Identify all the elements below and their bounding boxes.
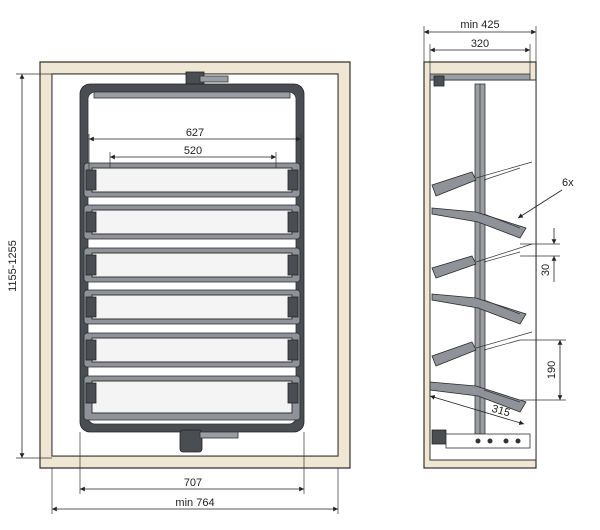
side-top-rail <box>429 73 531 81</box>
label-6x: 6x <box>562 177 574 189</box>
basket-1 <box>83 162 301 198</box>
dim-label-520: 520 <box>184 145 202 157</box>
side-basket-4 <box>431 293 527 325</box>
dim-line-315 <box>429 395 525 425</box>
front-view: 627 520 1155-1255 707 min 764 <box>7 61 351 514</box>
dim-label-707: 707 <box>184 477 202 489</box>
dim-label-190: 190 <box>546 361 558 379</box>
top-mount-plate <box>199 75 229 83</box>
side-basket-1 <box>431 161 533 197</box>
basket-2 <box>83 204 301 240</box>
frame-top-rail <box>93 91 291 99</box>
basket-4 <box>83 289 301 325</box>
basket-3 <box>83 247 301 283</box>
side-basket-2 <box>431 207 527 239</box>
leader-6x <box>517 189 563 219</box>
dim-label-764: min 764 <box>175 497 214 509</box>
dim-label-315: 315 <box>490 403 511 420</box>
dim-label-min425: min 425 <box>460 19 499 31</box>
dim-label-627: 627 <box>186 127 204 139</box>
basket-5 <box>83 332 301 368</box>
basket-stack <box>83 162 301 421</box>
bottom-mount-plate <box>199 431 239 439</box>
side-basket-3 <box>431 243 533 279</box>
dim-label-height: 1155-1255 <box>7 240 19 292</box>
side-view: min 425 320 6x 30 190 315 <box>423 19 574 469</box>
basket-6 <box>83 375 301 421</box>
bottom-mount <box>179 429 203 453</box>
side-basket-5 <box>431 331 533 367</box>
dim-label-30: 30 <box>540 264 552 276</box>
side-base-clip <box>431 429 447 445</box>
side-top-clip <box>433 75 445 87</box>
dim-label-320: 320 <box>471 38 489 50</box>
